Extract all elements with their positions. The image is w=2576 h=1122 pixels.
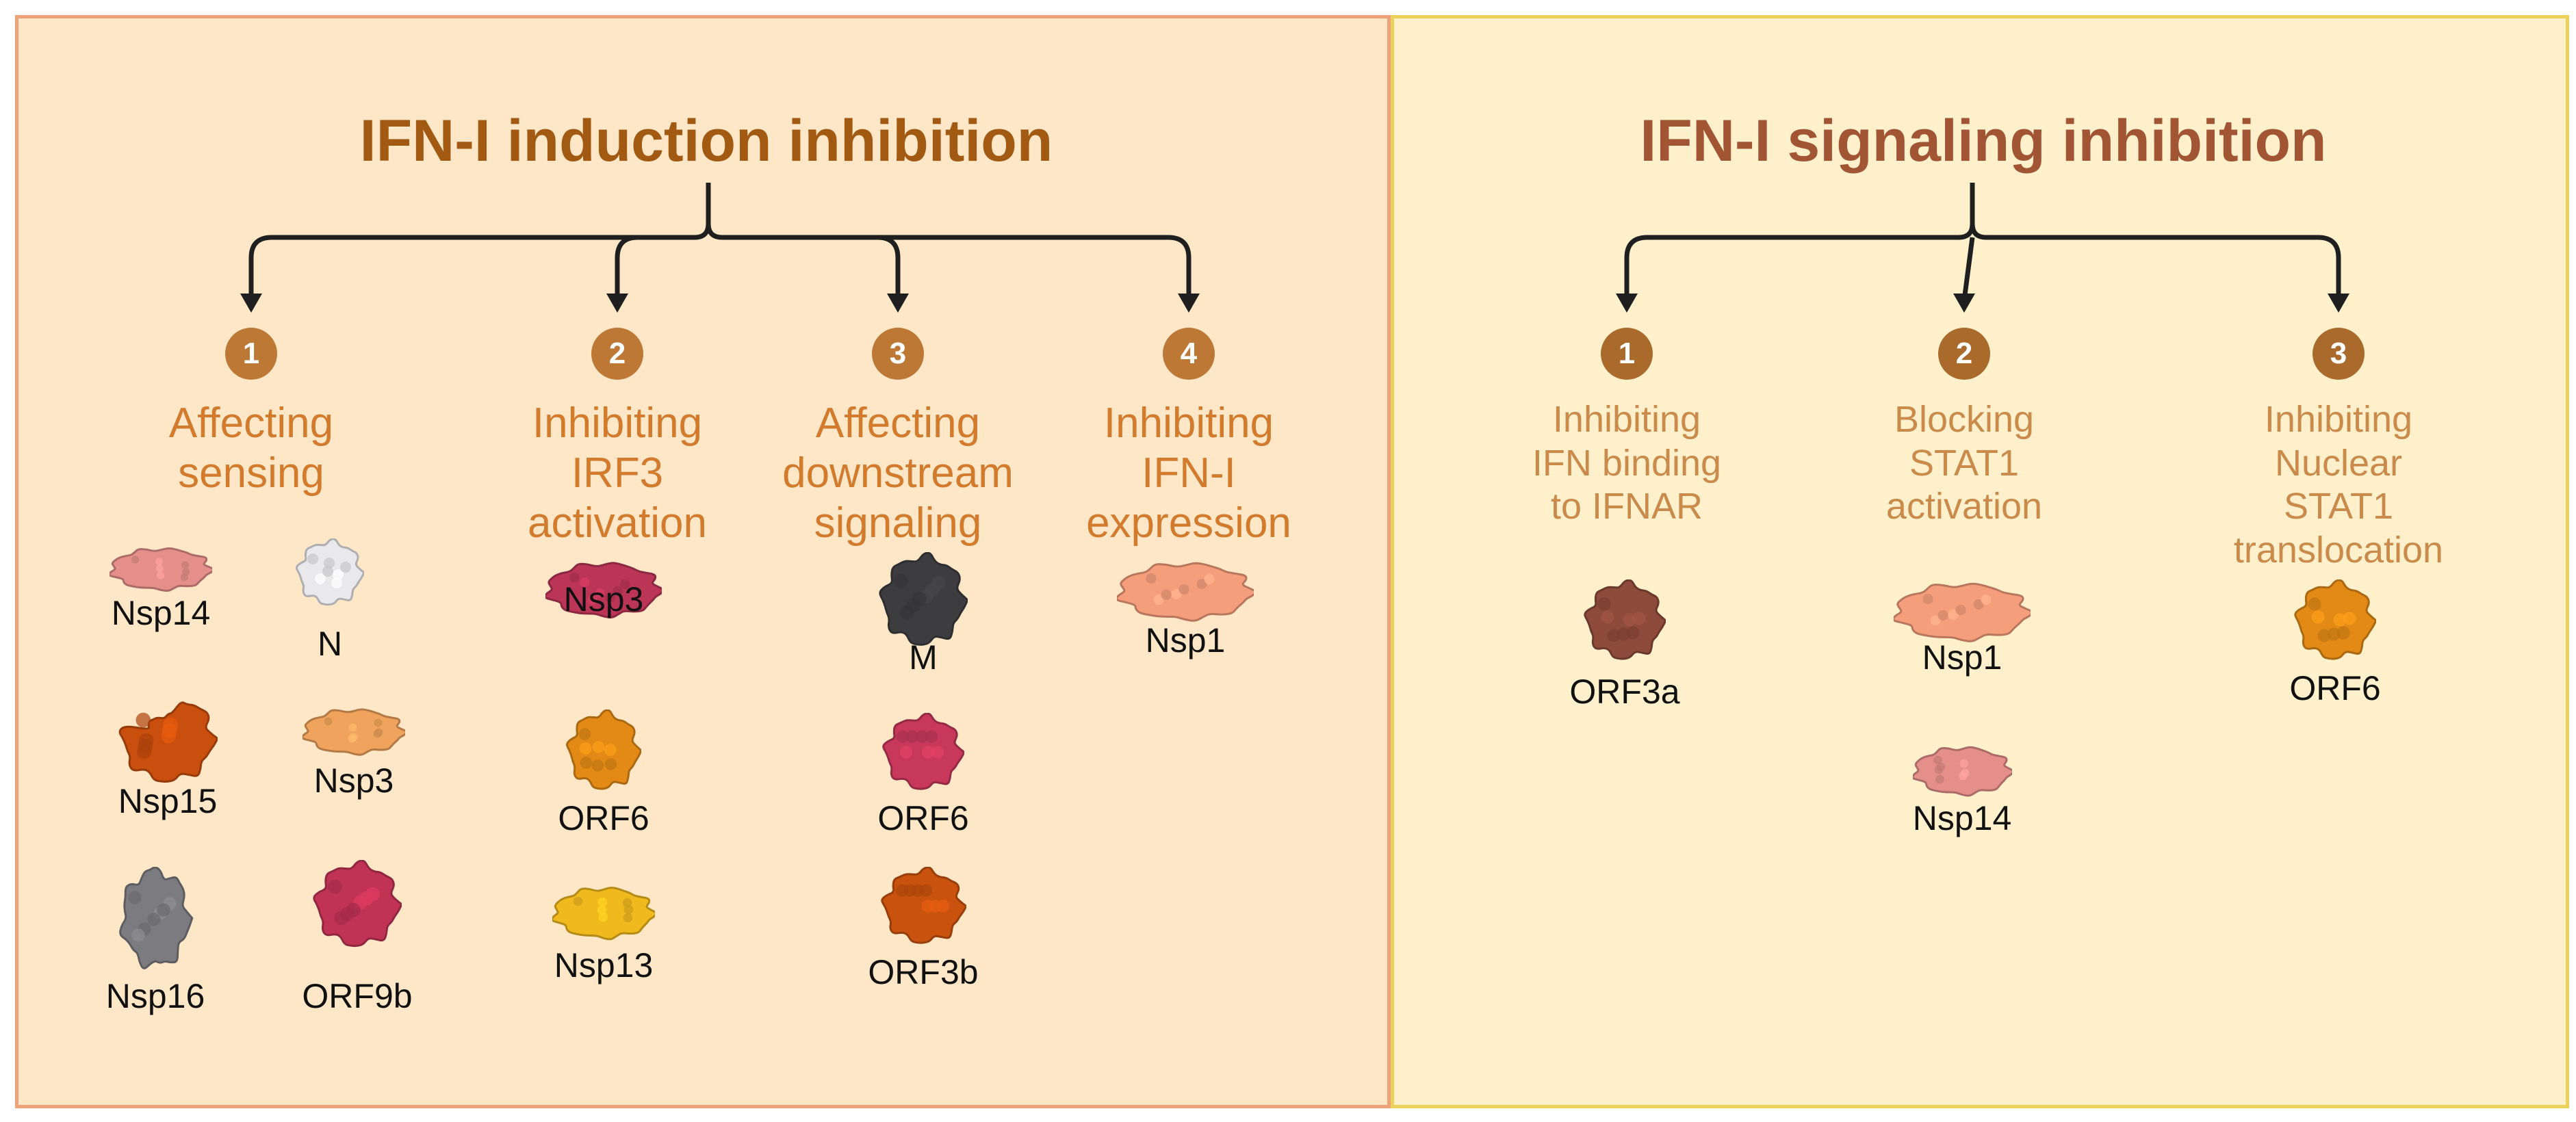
nsp15-protein-icon <box>118 701 218 783</box>
orf3b-protein-label: ORF3b <box>868 953 979 991</box>
nsp3-protein-icon <box>545 562 662 618</box>
category-label-line: IRF3 <box>571 449 664 497</box>
n-protein-icon <box>296 538 364 606</box>
branch-arrow-1 <box>1624 235 1959 300</box>
orf6-protein-label: ORF6 <box>2289 669 2381 707</box>
category-label-line: IFN binding <box>1532 442 1722 484</box>
step-badge-2: 2 <box>1938 328 1990 380</box>
nsp16-protein-icon <box>119 867 194 969</box>
category-label-line: expression <box>1086 499 1291 547</box>
nsp14-protein-label: Nsp14 <box>111 594 211 632</box>
nsp1-protein-label: Nsp1 <box>1145 621 1226 660</box>
signaling-branch-arrows <box>1616 183 2349 313</box>
orf6-protein-icon <box>2294 579 2376 660</box>
orf6-protein-label: ORF6 <box>877 799 969 837</box>
branch-stem <box>694 183 711 240</box>
orf3a-protein-icon <box>1584 579 1666 660</box>
nsp14-protein-label: Nsp14 <box>1912 799 2012 837</box>
step-badge-2: 2 <box>591 328 643 380</box>
category-label-line: STAT1 <box>1909 442 2020 484</box>
orf6-protein-icon <box>566 709 641 790</box>
signaling-panel-title: IFN-I signaling inhibition <box>1640 108 2327 174</box>
category-label-line: IFN-I <box>1142 449 1236 497</box>
category-label-line: STAT1 <box>2283 486 2394 527</box>
nsp16-protein-label: Nsp16 <box>105 977 205 1015</box>
arrowhead-3 <box>887 293 909 313</box>
category-label-line: Blocking <box>1894 399 2035 440</box>
orf3b-protein-icon <box>880 867 966 944</box>
orf9b-protein-icon <box>313 860 402 948</box>
branch-arrow-1 <box>248 235 695 300</box>
branch-arrow-4 <box>722 235 1192 300</box>
nsp3-protein-label: Nsp3 <box>563 580 644 618</box>
m-protein-icon <box>879 552 968 646</box>
step-badge-3: 3 <box>2313 328 2365 380</box>
orf6-protein-label: ORF6 <box>558 799 649 837</box>
step-badge-3: 3 <box>872 328 924 380</box>
nsp15-protein-label: Nsp15 <box>118 782 218 820</box>
category-label-line: translocation <box>2233 530 2444 571</box>
category-label-line: signaling <box>814 499 982 547</box>
category-label-line: Inhibiting <box>1103 400 1274 447</box>
nsp3-protein-label: Nsp3 <box>313 761 394 800</box>
category-label-line: downstream <box>782 449 1014 497</box>
arrowhead-4 <box>1178 293 1200 313</box>
branch-stem <box>1958 183 1975 240</box>
category-label-line: activation <box>1885 486 2043 527</box>
branch-arrow-3 <box>722 235 901 300</box>
m-protein-label: M <box>909 638 938 677</box>
category-label-line: Inhibiting <box>532 400 703 447</box>
nsp13-protein-icon <box>552 887 655 941</box>
orf9b-protein-label: ORF9b <box>302 977 413 1015</box>
category-label-line: Inhibiting <box>1552 399 1701 440</box>
step-badge-1: 1 <box>225 328 277 380</box>
category-label-line: Inhibiting <box>2264 399 2413 440</box>
category-label-line: Affecting <box>815 400 981 447</box>
branch-arrow-3 <box>1986 235 2341 300</box>
branch-arrow-2 <box>615 235 695 300</box>
orf6-protein-icon <box>882 713 964 790</box>
step-badge-4: 4 <box>1163 328 1215 380</box>
induction-panel-title: IFN-I induction inhibition <box>359 108 1053 174</box>
nsp13-protein-label: Nsp13 <box>554 946 654 984</box>
arrowhead-2 <box>1953 293 1975 313</box>
n-protein-label: N <box>317 625 343 663</box>
nsp14-protein-icon <box>1912 746 2012 797</box>
arrowhead-1 <box>1616 293 1638 313</box>
nsp1-protein-icon <box>1894 582 2031 642</box>
branch-stem <box>1970 223 1987 240</box>
induction-branch-arrows <box>240 183 1200 313</box>
nsp1-protein-icon <box>1117 562 1254 622</box>
arrowhead-1 <box>240 293 262 313</box>
nsp3-protein-icon <box>302 708 405 756</box>
arrowhead-2 <box>606 293 628 313</box>
step-badge-1: 1 <box>1601 328 1653 380</box>
nsp14-protein-icon <box>110 547 212 592</box>
arrowhead-3 <box>2328 293 2349 313</box>
nsp1-protein-label: Nsp1 <box>1922 638 2002 677</box>
category-label-line: Nuclear <box>2274 442 2403 484</box>
branch-arrow-2 <box>1961 237 1975 301</box>
category-label-line: Affecting <box>168 400 334 447</box>
category-label-line: to IFNAR <box>1550 486 1703 527</box>
category-label-line: sensing <box>178 449 324 497</box>
branch-stem <box>706 223 723 240</box>
category-label-line: activation <box>528 499 707 547</box>
orf3a-protein-label: ORF3a <box>1569 673 1680 711</box>
